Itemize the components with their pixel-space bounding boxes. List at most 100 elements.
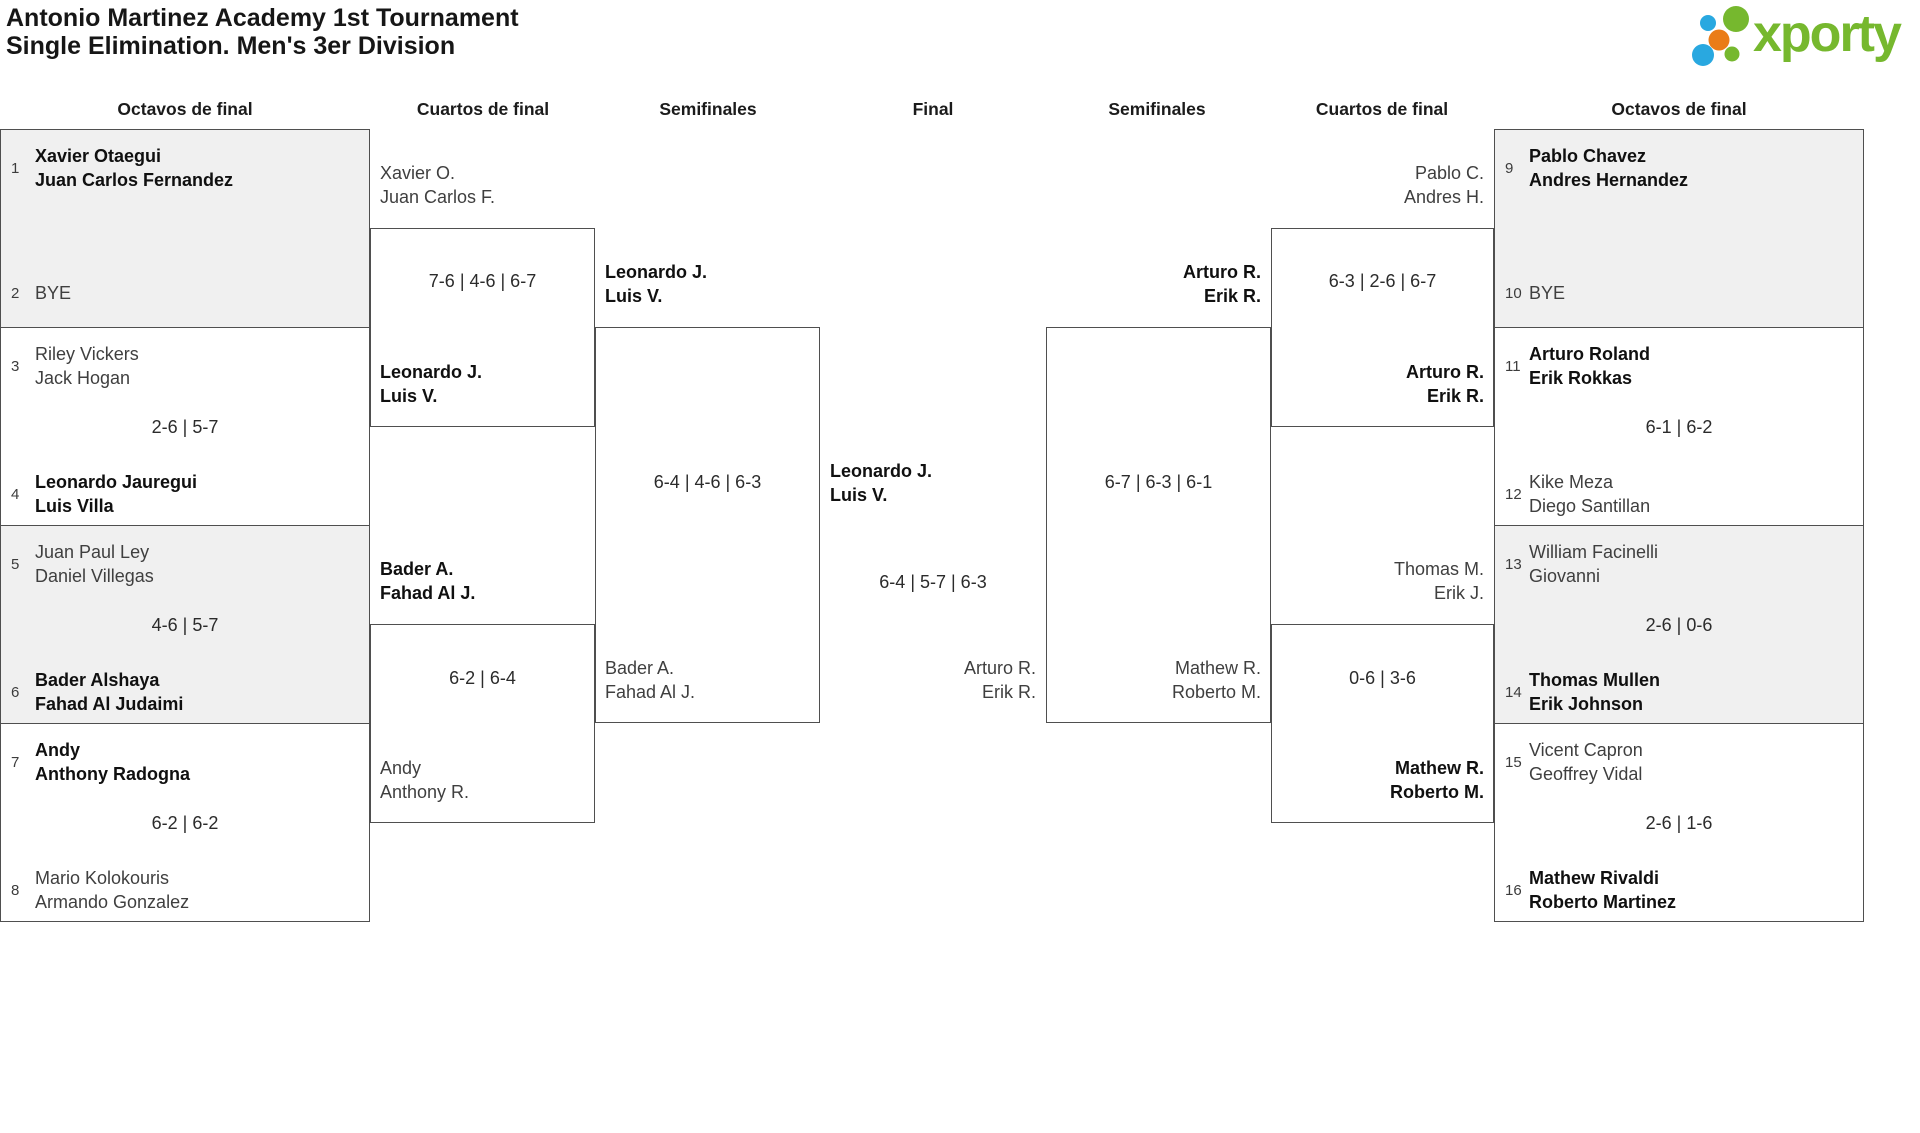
qf-left-top-lower-team: Leonardo J. Luis V. bbox=[380, 361, 482, 408]
round-header-octavos-right: Octavos de final bbox=[1611, 99, 1747, 119]
match-score: 0-6 | 3-6 bbox=[1349, 668, 1416, 688]
team-name-line: Jack Hogan bbox=[35, 367, 131, 388]
team-seed: 5 bbox=[11, 556, 20, 573]
xporty-logo-dots-icon bbox=[1692, 6, 1749, 66]
tournament-title-block: Antonio Martinez Academy 1st Tournament … bbox=[6, 4, 519, 60]
team-name-line: Bader A. bbox=[605, 658, 675, 678]
team-names: Bader Alshaya Fahad Al Judaimi bbox=[35, 669, 183, 716]
semifinal-bracket-left bbox=[595, 327, 820, 723]
match-box-left-4: 7 Andy Anthony Radogna 8 Mario Kolokouri… bbox=[0, 723, 370, 922]
team-name-line: Anthony R. bbox=[380, 781, 470, 802]
team-names: BYE bbox=[1529, 282, 1565, 306]
page-subtitle: Single Elimination. Men's 3er Division bbox=[6, 32, 456, 60]
team-name-line: Erik J. bbox=[1433, 582, 1484, 603]
team-seed: 13 bbox=[1505, 556, 1522, 573]
team-seed: 15 bbox=[1505, 754, 1522, 771]
match-score: 6-4 | 4-6 | 6-3 bbox=[653, 472, 762, 492]
team-name-line: Roberto Martinez bbox=[1529, 891, 1677, 912]
team-entry-1: 1 Xavier Otaegui Juan Carlos Fernandez bbox=[1, 145, 369, 192]
team-entry-12: 12 Kike Meza Diego Santillan bbox=[1495, 471, 1863, 518]
team-name-line: Erik R. bbox=[982, 681, 1036, 702]
team-entry-10: 10 BYE bbox=[1495, 282, 1863, 306]
team-name-line: Erik R. bbox=[1203, 285, 1261, 306]
team-name-line: Arturo R. bbox=[1406, 362, 1484, 382]
team-names: William Facinelli Giovanni bbox=[1529, 541, 1658, 588]
match-score: 6-2 | 6-2 bbox=[151, 813, 219, 833]
qf-right-top-lower-team: Arturo R. Erik R. bbox=[1406, 361, 1484, 408]
quarterfinal-bracket-left-top bbox=[370, 228, 595, 427]
match-box-right-1: 9 Pablo Chavez Andres Hernandez 10 BYE bbox=[1494, 129, 1864, 328]
team-seed: 12 bbox=[1505, 486, 1522, 503]
team-name-line: Leonardo Jauregui bbox=[35, 472, 198, 492]
team-entry-8: 8 Mario Kolokouris Armando Gonzalez bbox=[1, 867, 369, 914]
match-score: 6-1 | 6-2 bbox=[1645, 417, 1713, 437]
team-name-line: Andy bbox=[35, 740, 80, 760]
sf-left-upper-team: Leonardo J. Luis V. bbox=[605, 261, 707, 308]
final-winner-team: Leonardo J. Luis V. bbox=[830, 460, 932, 507]
team-entry-16: 16 Mathew Rivaldi Roberto Martinez bbox=[1495, 867, 1863, 914]
team-entry-15: 15 Vicent Capron Geoffrey Vidal bbox=[1495, 739, 1863, 786]
team-name-line: Arturo R. bbox=[963, 658, 1036, 678]
team-name-line: Luis V. bbox=[605, 285, 663, 306]
match-box-right-3: 13 William Facinelli Giovanni 14 Thomas … bbox=[1494, 525, 1864, 724]
team-names: Mario Kolokouris Armando Gonzalez bbox=[35, 867, 189, 914]
team-seed: 11 bbox=[1505, 358, 1521, 375]
team-seed: 9 bbox=[1505, 160, 1514, 177]
team-seed: 16 bbox=[1505, 882, 1522, 899]
team-name-line: Daniel Villegas bbox=[35, 565, 154, 586]
team-name-line: Roberto M. bbox=[1390, 781, 1484, 802]
team-name-line: Riley Vickers bbox=[35, 344, 139, 364]
team-name-line: Fahad Al Judaimi bbox=[35, 693, 184, 714]
sf-right-lower-team: Mathew R. Roberto M. bbox=[1172, 657, 1261, 704]
team-name-line: Leonardo J. bbox=[380, 362, 483, 382]
match-box-left-3: 5 Juan Paul Ley Daniel Villegas 6 Bader … bbox=[0, 525, 370, 724]
team-entry-11: 11 Arturo Roland Erik Rokkas bbox=[1495, 343, 1863, 390]
team-name-line: Xavier Otaegui bbox=[35, 146, 162, 166]
match-score: 7-6 | 4-6 | 6-7 bbox=[428, 271, 537, 291]
team-seed: 14 bbox=[1505, 684, 1522, 701]
team-names: BYE bbox=[35, 282, 71, 306]
team-seed: 8 bbox=[11, 882, 20, 899]
team-name-line: Mathew R. bbox=[1394, 758, 1484, 778]
qf-right-bottom-lower-team: Mathew R. Roberto M. bbox=[1390, 757, 1484, 804]
team-name-line: Bader Alshaya bbox=[35, 670, 160, 690]
team-names: Riley Vickers Jack Hogan bbox=[35, 343, 139, 390]
team-name-line: Thomas Mullen bbox=[1529, 670, 1661, 690]
team-entry-14: 14 Thomas Mullen Erik Johnson bbox=[1495, 669, 1863, 716]
round-header-final: Final bbox=[912, 99, 954, 119]
semifinal-bracket-right bbox=[1046, 327, 1271, 723]
team-name-line: Juan Carlos Fernandez bbox=[35, 169, 234, 190]
team-name-line: William Facinelli bbox=[1529, 542, 1659, 562]
quarterfinal-bracket-left-bottom bbox=[370, 624, 595, 823]
match-score: 4-6 | 5-7 bbox=[151, 615, 219, 635]
team-name-line: Kike Meza bbox=[1529, 472, 1614, 492]
team-name-line: Anthony Radogna bbox=[35, 763, 190, 784]
team-seed: 6 bbox=[11, 684, 20, 701]
qf-left-bottom-upper-team: Bader A. Fahad Al J. bbox=[380, 558, 475, 605]
team-names: Juan Paul Ley Daniel Villegas bbox=[35, 541, 154, 588]
quarterfinal-bracket-right-bottom bbox=[1271, 624, 1494, 823]
team-entry-9: 9 Pablo Chavez Andres Hernandez bbox=[1495, 145, 1863, 192]
qf-left-top-upper-team: Xavier O. Juan Carlos F. bbox=[380, 162, 495, 209]
team-entry-6: 6 Bader Alshaya Fahad Al Judaimi bbox=[1, 669, 369, 716]
team-name-line: Luis Villa bbox=[35, 495, 114, 516]
team-entry-13: 13 William Facinelli Giovanni bbox=[1495, 541, 1863, 588]
team-name-line: Geoffrey Vidal bbox=[1529, 763, 1643, 784]
team-name-line: Vicent Capron bbox=[1529, 740, 1643, 760]
team-seed: 10 bbox=[1505, 284, 1522, 302]
team-name-line: Andres Hernandez bbox=[1529, 169, 1689, 190]
team-name-line: Andy bbox=[380, 758, 422, 778]
quarterfinal-bracket-right-top bbox=[1271, 228, 1494, 427]
match-box-left-1: 1 Xavier Otaegui Juan Carlos Fernandez 2… bbox=[0, 129, 370, 328]
team-name-line: Armando Gonzalez bbox=[35, 891, 190, 912]
team-name-line: BYE bbox=[35, 282, 72, 303]
round-header-semis-left: Semifinales bbox=[659, 99, 757, 119]
team-name-line: Mario Kolokouris bbox=[35, 868, 170, 888]
team-names: Kike Meza Diego Santillan bbox=[1529, 471, 1650, 518]
team-name-line: Luis V. bbox=[830, 484, 888, 505]
match-score: 2-6 | 1-6 bbox=[1645, 813, 1713, 833]
sf-right-upper-team: Arturo R. Erik R. bbox=[1183, 261, 1261, 308]
team-names: Thomas Mullen Erik Johnson bbox=[1529, 669, 1660, 716]
team-entry-3: 3 Riley Vickers Jack Hogan bbox=[1, 343, 369, 390]
team-names: Xavier Otaegui Juan Carlos Fernandez bbox=[35, 145, 233, 192]
